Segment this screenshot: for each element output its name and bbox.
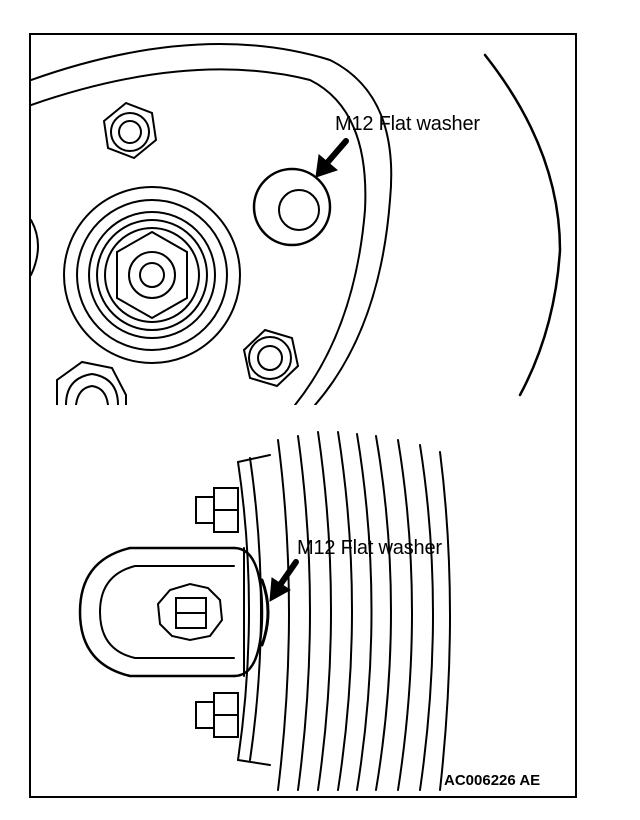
figure-code: AC006226 AE xyxy=(444,772,541,789)
arrow-bottom xyxy=(269,559,299,602)
hex-bolt-upper xyxy=(195,487,239,533)
hex-bolt-right xyxy=(242,328,300,388)
bottom-callout-label: M12 Flat washer xyxy=(297,537,442,559)
hub xyxy=(63,186,241,364)
flat-washer-top xyxy=(252,167,332,247)
flat-washer-side xyxy=(260,578,270,647)
arrow-top xyxy=(315,138,349,178)
pulley-side-view xyxy=(78,431,451,791)
hex-bolt-top xyxy=(102,101,158,160)
pulley-holder xyxy=(78,546,264,678)
figure-frame xyxy=(29,33,577,798)
hex-bolt-bottom-left xyxy=(56,360,127,405)
hex-bolt-lower xyxy=(195,692,239,738)
center-nut xyxy=(156,582,224,642)
pulley-face-view xyxy=(31,43,562,405)
top-callout-label: M12 Flat washer xyxy=(335,113,480,135)
